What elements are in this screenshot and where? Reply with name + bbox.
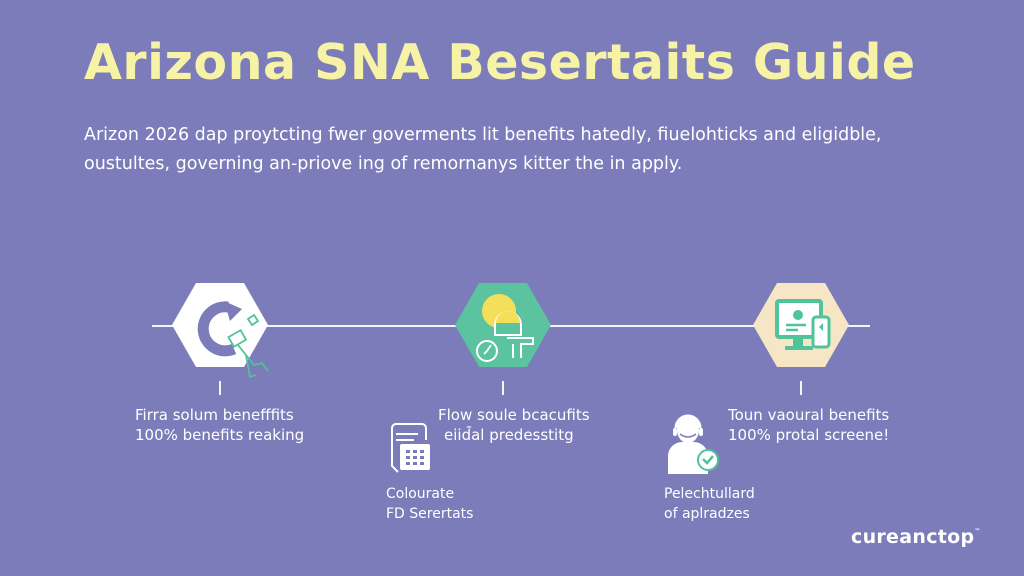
step-3-sub-label: Pelechtullard of aplradzes (664, 484, 755, 524)
step-3-tick (800, 381, 802, 395)
step-1-hexagon (172, 283, 269, 379)
sun-clock-table-icon (476, 294, 534, 362)
step-3-sub-line-2: of aplradzes (664, 506, 750, 522)
intro-line-1: Arizon 2026 dap proytcting fwer govermen… (84, 125, 882, 145)
step-2-sub-label: Colourate FD Serertats (386, 484, 473, 524)
step-3-label: Toun vaoural benefits 100% protal screen… (728, 405, 889, 445)
trademark-mark: ™ (974, 528, 981, 535)
step-3-hexagon (753, 283, 849, 367)
step-1-label-line-2: 100% benefits reaking (135, 426, 305, 444)
person-headset-check-icon (668, 414, 719, 474)
step-1-label-line-1: Firra solum benefffits (135, 406, 294, 424)
brand-logo: cureanctop™ (851, 526, 981, 548)
step-1-label: Firra solum benefffits 100% benefits rea… (135, 405, 304, 445)
step-2-sub-line-1: Colourate (386, 486, 455, 502)
step-2-label: Flow soule bcacufits eiid̄al predesstitg (438, 405, 590, 445)
step-2-hexagon (455, 283, 551, 367)
refresh-arrow-hand-icon (197, 301, 269, 379)
step-2-sub-line-2: FD Serertats (386, 506, 474, 522)
step-2-label-line-1: Flow soule bcacufits (438, 406, 590, 424)
intro-paragraph: Arizon 2026 dap proytcting fwer govermen… (84, 121, 944, 179)
brand-name: cureanctop (851, 526, 975, 548)
step-1-tick (219, 381, 221, 395)
monitor-phone-icon (775, 299, 831, 350)
step-3-label-line-2: 100% protal screene! (728, 426, 890, 444)
step-3-sub-line-1: Pelechtullard (664, 486, 755, 502)
step-2-label-line-2: eiid̄al predesstitg (444, 426, 574, 444)
step-3-label-line-1: Toun vaoural benefits (728, 406, 890, 424)
page-title: Arizona SNA Besertaits Guide (84, 34, 916, 91)
intro-line-2: oustultes, governing an-priove ing of re… (84, 154, 683, 174)
step-2-tick (502, 381, 504, 395)
document-calculator-icon (391, 423, 430, 473)
